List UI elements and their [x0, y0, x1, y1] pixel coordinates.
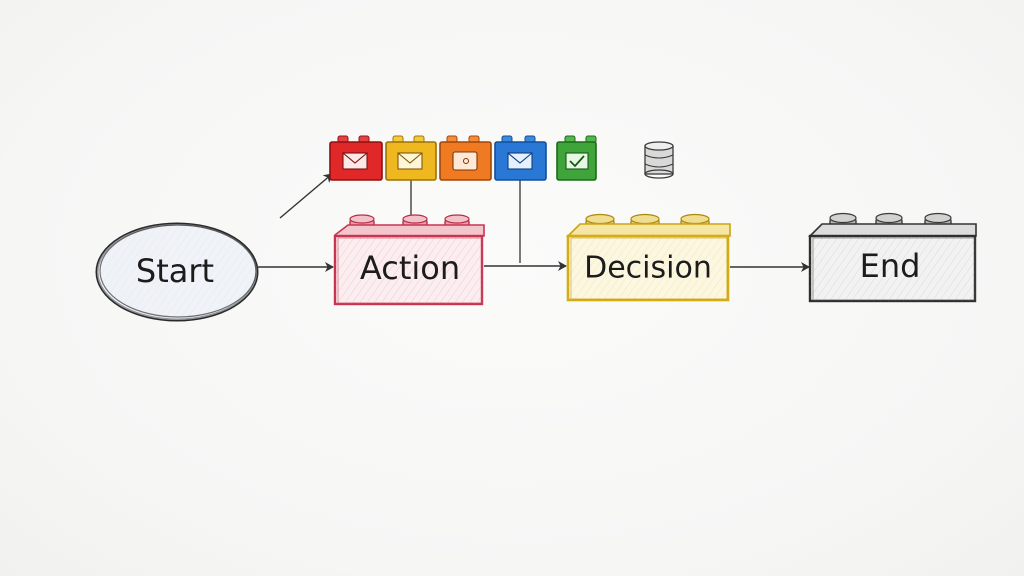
start-label: Start — [136, 252, 214, 290]
end-node[interactable]: End — [808, 212, 977, 303]
yellow-envelope-brick[interactable] — [385, 135, 437, 181]
action-label: Action — [360, 249, 460, 287]
start-node[interactable]: Start — [95, 222, 259, 322]
end-label: End — [860, 247, 921, 285]
envelope-icon — [342, 152, 368, 170]
checkmark-icon — [565, 152, 589, 170]
action-node[interactable]: Action — [333, 214, 485, 306]
connectors — [258, 173, 810, 272]
blue-envelope-brick[interactable] — [494, 135, 547, 181]
envelope-icon — [397, 152, 423, 170]
toolbar-bricks — [329, 135, 674, 181]
decision-node[interactable]: Decision — [566, 213, 731, 302]
tablet-icon — [452, 151, 478, 171]
arrow-to-toolbar — [279, 173, 333, 219]
orange-tablet-brick[interactable] — [439, 135, 492, 181]
envelope-icon — [507, 152, 533, 170]
decision-label: Decision — [584, 251, 712, 286]
green-check-brick[interactable] — [556, 135, 597, 181]
database-icon[interactable] — [644, 141, 674, 179]
red-envelope-brick[interactable] — [329, 135, 383, 181]
